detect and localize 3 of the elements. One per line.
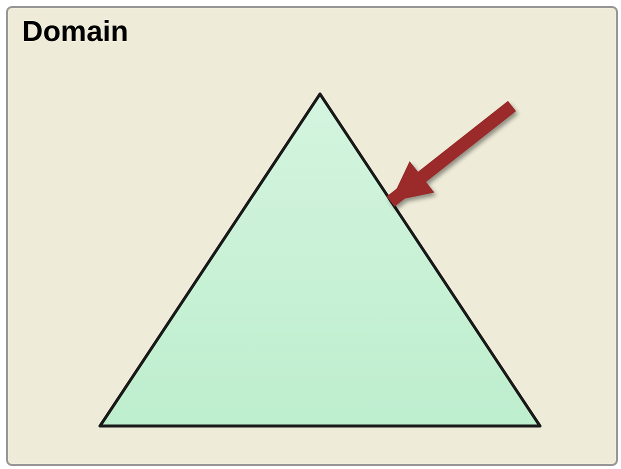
- arrow: [386, 100, 516, 207]
- panel-title: Domain: [22, 16, 128, 49]
- domain-panel: [6, 6, 618, 466]
